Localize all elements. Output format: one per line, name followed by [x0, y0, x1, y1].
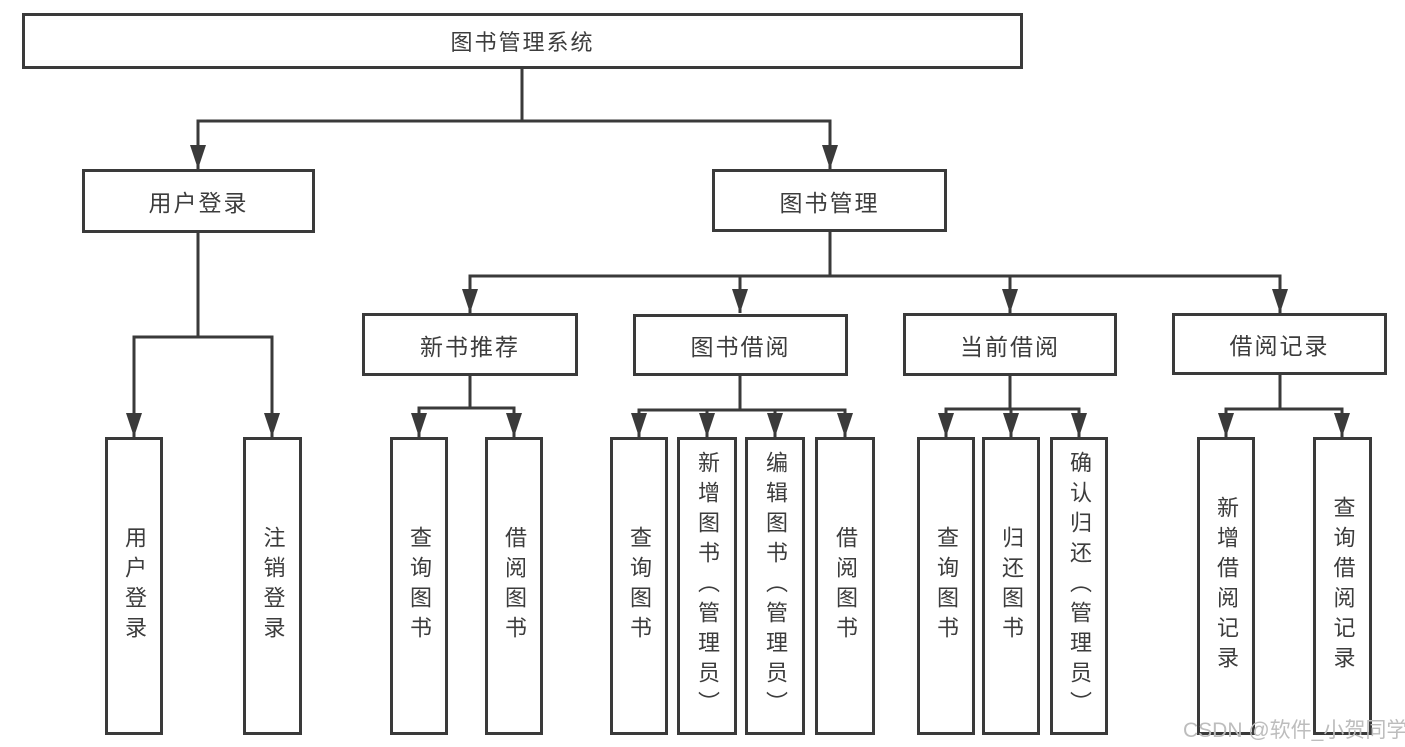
leaf-confirm-return-admin: 确认归还（管理员） — [1050, 437, 1108, 735]
leaf-search-books-recommend: 查询图书 — [390, 437, 448, 735]
leaf-search-books-borrowing-label: 查询图书 — [627, 526, 652, 646]
node-root-system: 图书管理系统 — [22, 13, 1023, 69]
node-book-management-label: 图书管理 — [779, 189, 880, 216]
leaf-borrow-books-recommend: 借阅图书 — [485, 437, 543, 735]
edge-borrowrecord-to-leaves — [1224, 375, 1344, 437]
node-user-login-label: 用户登录 — [148, 190, 249, 216]
node-borrowing-records-label: 借阅记录 — [1229, 333, 1330, 359]
leaf-logout: 注销登录 — [243, 437, 302, 735]
leaf-search-books-recommend-label: 查询图书 — [407, 526, 432, 646]
edge-bookborrow-to-leaves — [637, 376, 847, 437]
leaf-return-book-label: 归还图书 — [999, 526, 1024, 646]
leaf-edit-book-admin-label: 编辑图书（管理员） — [763, 451, 788, 721]
arrowheads — [126, 145, 1350, 437]
leaf-search-borrow-record-label: 查询借阅记录 — [1330, 496, 1356, 676]
node-new-book-recommend-label: 新书推荐 — [420, 333, 520, 360]
node-user-login: 用户登录 — [82, 169, 315, 233]
edge-bookmgmt-to-level2 — [468, 232, 1282, 313]
leaf-edit-book-admin: 编辑图书（管理员） — [745, 437, 805, 735]
node-new-book-recommend: 新书推荐 — [362, 313, 578, 376]
edge-root-to-level1 — [196, 69, 832, 169]
node-current-borrowing: 当前借阅 — [903, 313, 1117, 376]
leaf-borrow-books-recommend-label: 借阅图书 — [502, 526, 527, 646]
node-book-borrowing-label: 图书借阅 — [690, 334, 791, 360]
leaf-add-borrow-record: 新增借阅记录 — [1197, 437, 1255, 735]
leaf-add-borrow-record-label: 新增借阅记录 — [1214, 496, 1239, 676]
leaf-confirm-return-admin-label: 确认归还（管理员） — [1067, 451, 1092, 721]
leaf-borrow-books-borrowing: 借阅图书 — [815, 437, 875, 735]
node-borrowing-records: 借阅记录 — [1172, 313, 1387, 375]
edge-userlogin-to-leaves — [132, 233, 274, 437]
leaf-search-books-current-label: 查询图书 — [934, 526, 959, 646]
leaf-search-books-current: 查询图书 — [917, 437, 975, 735]
edge-newbook-to-leaves — [417, 376, 516, 437]
leaf-return-book: 归还图书 — [982, 437, 1040, 735]
csdn-watermark: CSDN @软件_小贺同学 — [1183, 719, 1405, 742]
leaf-search-books-borrowing: 查询图书 — [610, 437, 668, 735]
node-book-borrowing: 图书借阅 — [633, 314, 848, 376]
leaf-add-book-admin-label: 新增图书（管理员） — [695, 451, 720, 721]
node-book-management: 图书管理 — [712, 169, 947, 232]
leaf-user-login-label: 用户登录 — [122, 526, 147, 646]
node-current-borrowing-label: 当前借阅 — [960, 333, 1060, 360]
leaf-search-borrow-record: 查询借阅记录 — [1313, 437, 1372, 735]
leaf-logout-label: 注销登录 — [260, 526, 286, 646]
node-root-system-label: 图书管理系统 — [450, 30, 595, 55]
leaf-user-login: 用户登录 — [105, 437, 163, 735]
leaf-borrow-books-borrowing-label: 借阅图书 — [833, 526, 858, 646]
leaf-add-book-admin: 新增图书（管理员） — [677, 437, 737, 735]
